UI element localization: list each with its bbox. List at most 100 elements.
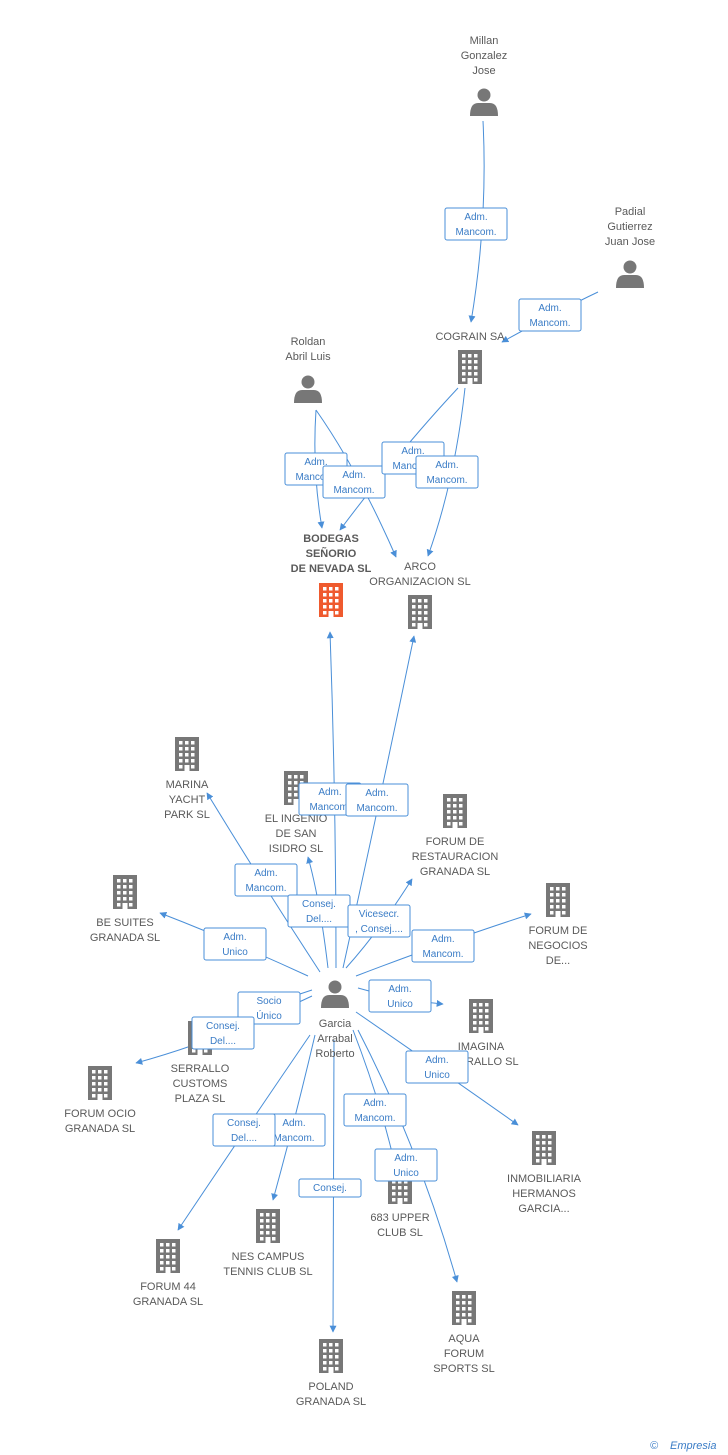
edge-label-garcia-inmob[interactable]: Adm.Unico — [405, 1050, 469, 1084]
node-label: GRANADA SL — [420, 866, 490, 878]
edge-label-text: Adm. — [363, 1098, 386, 1109]
node-nes[interactable]: NES CAMPUS TENNIS CLUB SL — [223, 1209, 313, 1278]
node-cograin[interactable]: COGRAIN SA — [435, 331, 505, 384]
node-label: EL INGENIO — [265, 813, 328, 825]
edge-label-text: Adm. — [318, 787, 341, 798]
node-inmob[interactable]: INMOBILIARIAHERMANOSGARCIA... — [507, 1131, 582, 1215]
edge-label-text: Mancom. — [295, 472, 336, 483]
node-label: RESTAURACION — [412, 851, 499, 863]
node-label: PARK SL — [164, 809, 210, 821]
edge-label-millan-cograin[interactable]: Adm. Mancom. — [444, 207, 508, 241]
edge-label-text: Adm. — [538, 303, 561, 314]
edge-label-garcia-arco[interactable]: Adm.Mancom. — [345, 783, 409, 817]
building-icon — [113, 875, 137, 909]
edge-label-garcia-forum44[interactable]: Consej.Del.... — [212, 1113, 276, 1147]
node-label: NES CAMPUS — [232, 1251, 305, 1263]
edge-label-garcia-upper[interactable]: Adm.Unico — [374, 1148, 438, 1182]
edge-label-text: Adm. — [282, 1118, 305, 1129]
edge-label-text: Adm. — [394, 1153, 417, 1164]
edge-label-text: Adm. — [254, 868, 277, 879]
node-label: HERMANOS — [512, 1188, 576, 1200]
edge-label-text: Adm. — [464, 212, 487, 223]
edge-label-cograin-arco[interactable]: Adm.Mancom. — [415, 455, 479, 489]
edge-label-text: Del.... — [231, 1133, 257, 1144]
node-label: AQUA — [448, 1333, 480, 1345]
node-forumrest[interactable]: FORUM DE RESTAURACION GRANADA SL — [412, 794, 499, 878]
node-label: DE NEVADA SL — [291, 563, 372, 575]
node-label: ORGANIZACION SL — [369, 576, 470, 588]
edge-label-garcia-poland[interactable]: Consej. — [298, 1178, 362, 1198]
building-icon — [175, 737, 199, 771]
edge-label-text: Mancom. — [392, 461, 433, 472]
edge-label-box — [212, 1113, 276, 1147]
edge-label-text: Mancom. — [273, 1133, 314, 1144]
node-label: FORUM DE — [426, 836, 485, 848]
node-label: Juan Jose — [605, 236, 655, 248]
person-icon — [470, 88, 498, 116]
edge-label-padial-cograin[interactable]: Adm. Mancom. — [518, 298, 582, 332]
node-label: NEGOCIOS — [528, 940, 587, 952]
node-label: Millan — [470, 35, 499, 47]
node-label: GRANADA SL — [90, 932, 160, 944]
node-label: SPORTS SL — [433, 1363, 495, 1375]
edge-label-text: Socio — [256, 996, 281, 1007]
edge-label-garcia-besuites[interactable]: Adm. Unico — [203, 927, 267, 961]
node-label: BE SUITES — [96, 917, 153, 929]
building-icon — [532, 1131, 556, 1165]
node-label: YACHT — [169, 794, 206, 806]
edge-label-text: Mancom. — [245, 883, 286, 894]
edge-label-text: Adm. — [401, 446, 424, 457]
node-label: Gutierrez — [607, 221, 652, 233]
edge-label-box — [234, 863, 298, 897]
edge-label-garcia-ingenio[interactable]: Consej.Del.... — [287, 894, 351, 928]
edge-label-text: Unico — [424, 1070, 450, 1081]
node-label: 683 UPPER — [370, 1212, 429, 1224]
edge-label-garcia-forumneg[interactable]: Adm.Mancom. — [411, 929, 475, 963]
node-label: IMAGINA — [458, 1041, 505, 1053]
edge-label-text: Mancom. — [529, 318, 570, 329]
person-icon — [294, 375, 322, 403]
edge-label-garcia-marina[interactable]: Adm. Mancom. — [234, 863, 298, 897]
edge-label-box — [191, 1016, 255, 1050]
edge-label-text: Mancom. — [455, 227, 496, 238]
edge-label-text: Adm. — [223, 932, 246, 943]
edge-label-roldan-arco[interactable]: Adm.Mancom. — [322, 465, 386, 499]
copyright-mark: © — [650, 1440, 659, 1452]
edge-label-box — [347, 904, 411, 938]
node-label: Abril Luis — [285, 351, 331, 363]
brand-logo[interactable]: Empresia — [670, 1440, 716, 1452]
edge-label-box — [405, 1050, 469, 1084]
edge-label-garcia-aqua[interactable]: Adm.Mancom. — [343, 1093, 407, 1127]
node-label: PLAZA SL — [175, 1093, 226, 1105]
edge-label-garcia-forumocio[interactable]: Consej.Del.... — [191, 1016, 255, 1050]
building-icon — [408, 595, 432, 629]
node-label: FORUM 44 — [140, 1281, 196, 1293]
building-icon — [452, 1291, 476, 1325]
node-forumneg[interactable]: FORUM DENEGOCIOSDE... — [528, 883, 588, 967]
edge-label-box — [444, 207, 508, 241]
person-icon — [616, 260, 644, 288]
edge-label-text: Unico — [222, 947, 248, 958]
edge-label-garcia-forumrest[interactable]: Vicesecr., Consej.... — [347, 904, 411, 938]
edge-label-box — [368, 979, 432, 1013]
node-label: DE... — [546, 955, 570, 967]
node-besuites[interactable]: BE SUITES GRANADA SL — [90, 875, 160, 944]
node-label: TENNIS CLUB SL — [223, 1266, 312, 1278]
edge-label-text: Adm. — [431, 934, 454, 945]
node-label: GRANADA SL — [65, 1123, 135, 1135]
node-label: Padial — [615, 206, 646, 218]
edge-label-garcia-imagina[interactable]: Adm.Unico — [368, 979, 432, 1013]
